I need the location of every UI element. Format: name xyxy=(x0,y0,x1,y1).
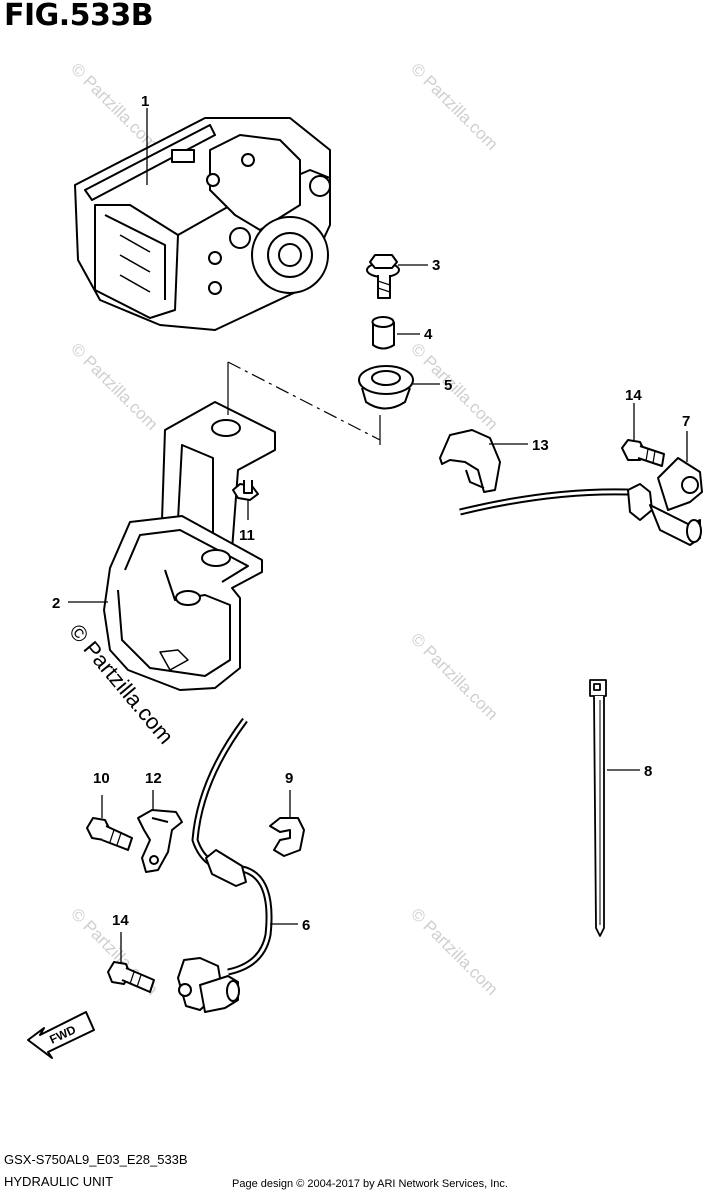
clamp-9-drawing xyxy=(269,817,305,857)
sensor-7-drawing xyxy=(459,457,703,546)
callout-1: 1 xyxy=(141,93,149,110)
callout-11: 11 xyxy=(239,527,255,544)
cable-tie-8-drawing xyxy=(589,679,607,937)
watermark-3: © Partzilla.com xyxy=(67,339,161,433)
unit-name: HYDRAULIC UNIT xyxy=(4,1174,114,1189)
watermark-5: © Partzilla.com xyxy=(407,629,501,723)
bolt-11-drawing xyxy=(232,480,259,501)
copyright-notice: Page design © 2004-2017 by ARI Network S… xyxy=(232,1178,508,1190)
hydraulic-unit-drawing xyxy=(74,117,331,331)
watermark-4: © Partzilla.com xyxy=(407,339,501,433)
callout-10: 10 xyxy=(93,770,110,787)
sensor-6-drawing xyxy=(177,717,273,1013)
bolt-14-lower-drawing xyxy=(107,961,155,993)
callout-8: 8 xyxy=(644,763,652,780)
callout-6: 6 xyxy=(302,917,310,934)
model-code: GSX-S750AL9_E03_E28_533B xyxy=(4,1152,188,1167)
bolt-14-upper-drawing xyxy=(621,439,665,467)
callout-14-upper: 14 xyxy=(625,387,642,404)
callout-9: 9 xyxy=(285,770,293,787)
callout-5: 5 xyxy=(444,377,452,394)
grommet-5-drawing xyxy=(358,365,414,410)
mounting-guide-lines xyxy=(227,361,381,445)
callout-3: 3 xyxy=(432,257,440,274)
callout-2: 2 xyxy=(52,595,60,612)
callout-4: 4 xyxy=(424,326,433,343)
callout-13: 13 xyxy=(532,437,549,454)
callout-7: 7 xyxy=(682,413,690,430)
leader-lines xyxy=(68,108,688,963)
clamp-13-drawing xyxy=(439,429,501,493)
callout-numbers: 1 2 3 4 5 6 7 8 9 10 11 12 13 14 14 xyxy=(52,93,690,934)
fwd-arrow: FWD xyxy=(27,1011,95,1059)
bolt-3-drawing xyxy=(366,254,400,299)
bracket-drawing xyxy=(103,401,276,691)
watermark-2: © Partzilla.com xyxy=(407,59,501,153)
spacer-4-drawing xyxy=(371,316,395,350)
callout-14-lower: 14 xyxy=(112,912,129,929)
clamp-12-drawing xyxy=(137,809,183,873)
callout-12: 12 xyxy=(145,770,162,787)
figure-title: FIG.533B xyxy=(4,0,154,33)
bolt-10-drawing xyxy=(86,817,133,851)
watermark-7: © Partzilla.com xyxy=(407,904,501,998)
